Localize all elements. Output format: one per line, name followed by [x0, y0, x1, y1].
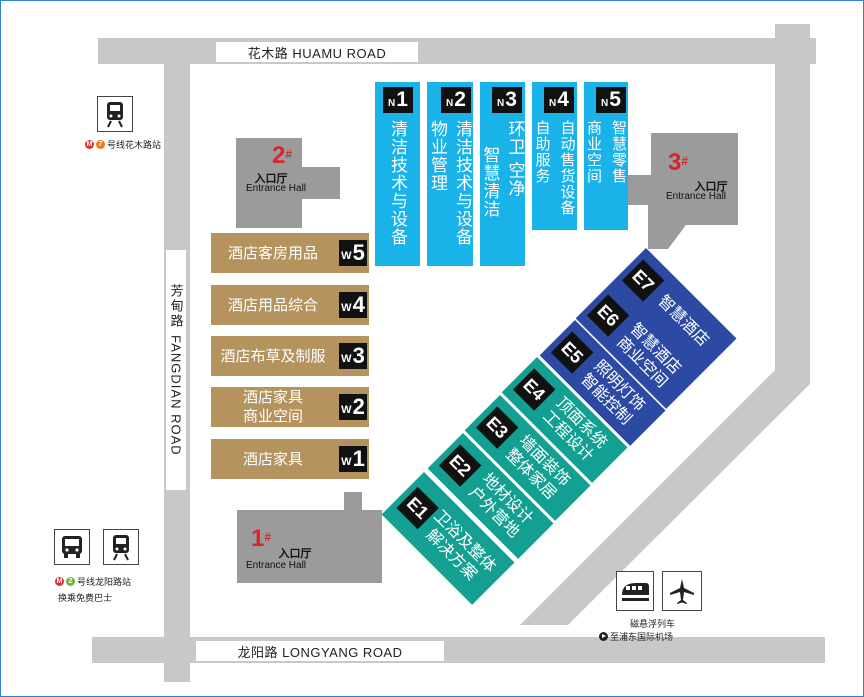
- maglev-label: 磁悬浮列车: [630, 619, 676, 629]
- huamu-road: [98, 38, 816, 64]
- entrance-3-en: Entrance Hall: [665, 191, 727, 202]
- arrow-right-icon: [599, 632, 608, 641]
- entrance-2-number: 2#: [272, 142, 293, 169]
- hall-w5-text: 酒店客房用品: [227, 244, 318, 262]
- fangdian-road-en: FANGDIAN ROAD: [168, 335, 184, 456]
- hall-n4-text: 自动售货设备自助服务: [533, 120, 576, 216]
- entrance-2-en: Entrance Hall: [245, 183, 307, 194]
- metro-7-label: M 7 号线花木路站: [85, 140, 162, 150]
- entrance-3-label: 入口厅: [694, 181, 728, 193]
- entrance-hall-2: [236, 138, 340, 228]
- metro-train-icon: [97, 96, 133, 132]
- entrance-3-number: 3#: [668, 149, 689, 176]
- east-road: [520, 24, 810, 625]
- bus-icon: [54, 529, 90, 565]
- metro-train-icon: [103, 529, 139, 565]
- free-shuttle-note: 换乘免费巴士: [58, 593, 113, 603]
- entrance-1-label: 入口厅: [278, 548, 312, 560]
- hall-n1-text: 清洁技术与设备: [388, 120, 407, 246]
- metro-2-label: M 2 号线龙阳路站: [55, 577, 132, 587]
- entrance-1-en: Entrance Hall: [245, 560, 307, 571]
- hall-w1-text: 酒店家具: [242, 450, 303, 468]
- hall-w3-text: 酒店布草及制服: [220, 347, 326, 365]
- hall-w4-text: 酒店用品综合: [227, 296, 318, 314]
- entrance-2-label: 入口厅: [254, 173, 288, 185]
- longyang-road-label: 龙阳路 LONGYANG ROAD: [196, 641, 444, 661]
- line-7-badge: 7: [96, 140, 105, 149]
- hall-n2-text: 清洁技术与设备物业管理: [428, 120, 472, 246]
- fangdian-road-zh: 芳甸路: [168, 284, 184, 330]
- airplane-icon: [662, 571, 702, 611]
- fangdian-road-label: 芳甸路 FANGDIAN ROAD: [166, 250, 186, 490]
- entrance-hall-3: [622, 133, 738, 249]
- metro-logo-icon: M: [55, 577, 64, 586]
- metro-logo-icon: M: [85, 140, 94, 149]
- huamu-road-label: 花木路 HUAMU ROAD: [216, 42, 418, 62]
- airport-label: 至浦东国际机场: [599, 630, 673, 643]
- maglev-train-icon: [616, 571, 654, 611]
- entrance-1-number: 1#: [251, 525, 272, 552]
- hall-n5-text: 智慧零售商业空间: [585, 120, 627, 184]
- hall-w2-text: 酒店家具商业空间: [242, 389, 303, 425]
- entrance-hall-1: [237, 492, 382, 583]
- line-2-badge: 2: [66, 577, 75, 586]
- hall-n3-text: 环卫 空净智慧清洁: [480, 120, 525, 218]
